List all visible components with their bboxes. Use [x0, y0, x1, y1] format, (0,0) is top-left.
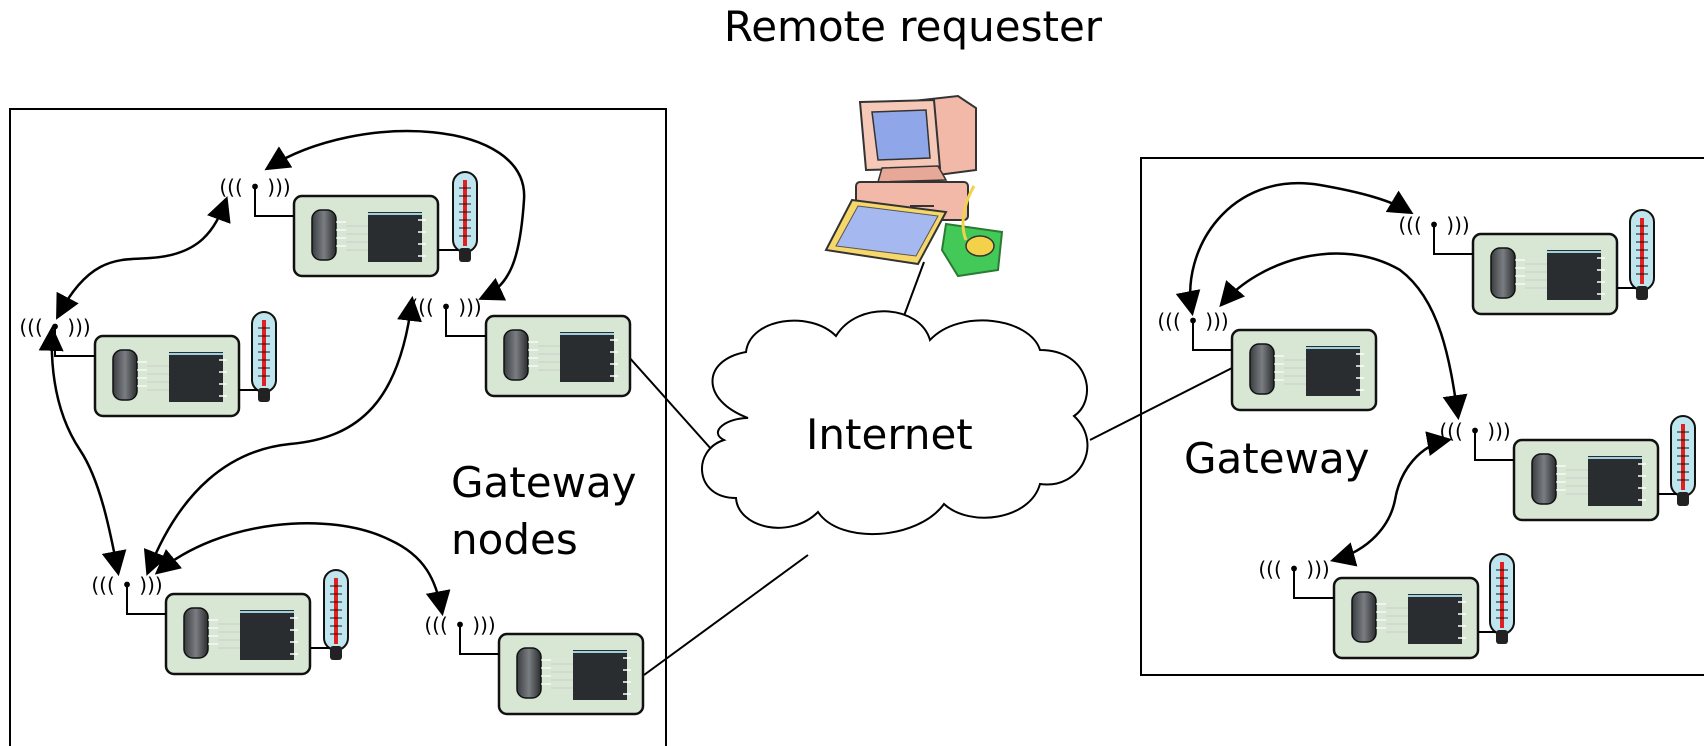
sensor-node-icon [93, 334, 241, 418]
antenna-icon [90, 572, 164, 615]
sensor-node-icon [497, 632, 645, 716]
sensor-node-icon [1230, 328, 1378, 412]
sensor-node-icon [164, 592, 312, 676]
thermometer-icon [1488, 552, 1516, 646]
left-gateway-label-line1: Gateway [451, 458, 637, 507]
thermometer-icon [250, 310, 278, 404]
sensor-node-icon [484, 314, 632, 398]
sensor-node-icon [1471, 232, 1619, 316]
left-gateway-label-line2: nodes [451, 515, 578, 564]
antenna-icon [1397, 212, 1471, 255]
thermometer-icon [1628, 208, 1656, 302]
cloud-icon [701, 310, 1089, 536]
computer-icon [824, 94, 1004, 278]
thermometer-icon [1669, 414, 1697, 508]
link-left-upper [627, 355, 713, 451]
link-arrows-right [1175, 182, 1468, 567]
left-network-box [9, 108, 667, 746]
diagram-title: Remote requester [723, 2, 1103, 51]
sensor-node-icon [1332, 576, 1480, 660]
right-network-box [1140, 157, 1704, 676]
antenna-icon [409, 294, 483, 337]
antenna-icon [18, 314, 92, 357]
link-arrows-left [38, 129, 526, 617]
sensor-node-icon [1512, 438, 1660, 522]
antenna-icon [218, 174, 292, 217]
antenna-icon [1438, 418, 1512, 461]
left-gateway-label: Gateway nodes [451, 454, 637, 568]
link-right [1089, 367, 1233, 441]
link-left-lower [643, 554, 809, 676]
antenna-icon [1156, 308, 1230, 351]
cloud-label: Internet [806, 410, 973, 459]
antenna-icon [1257, 556, 1331, 599]
right-gateway-label: Gateway [1184, 434, 1370, 483]
antenna-icon [423, 612, 497, 655]
sensor-node-icon [292, 194, 440, 278]
thermometer-icon [451, 170, 479, 264]
thermometer-icon [322, 568, 350, 662]
